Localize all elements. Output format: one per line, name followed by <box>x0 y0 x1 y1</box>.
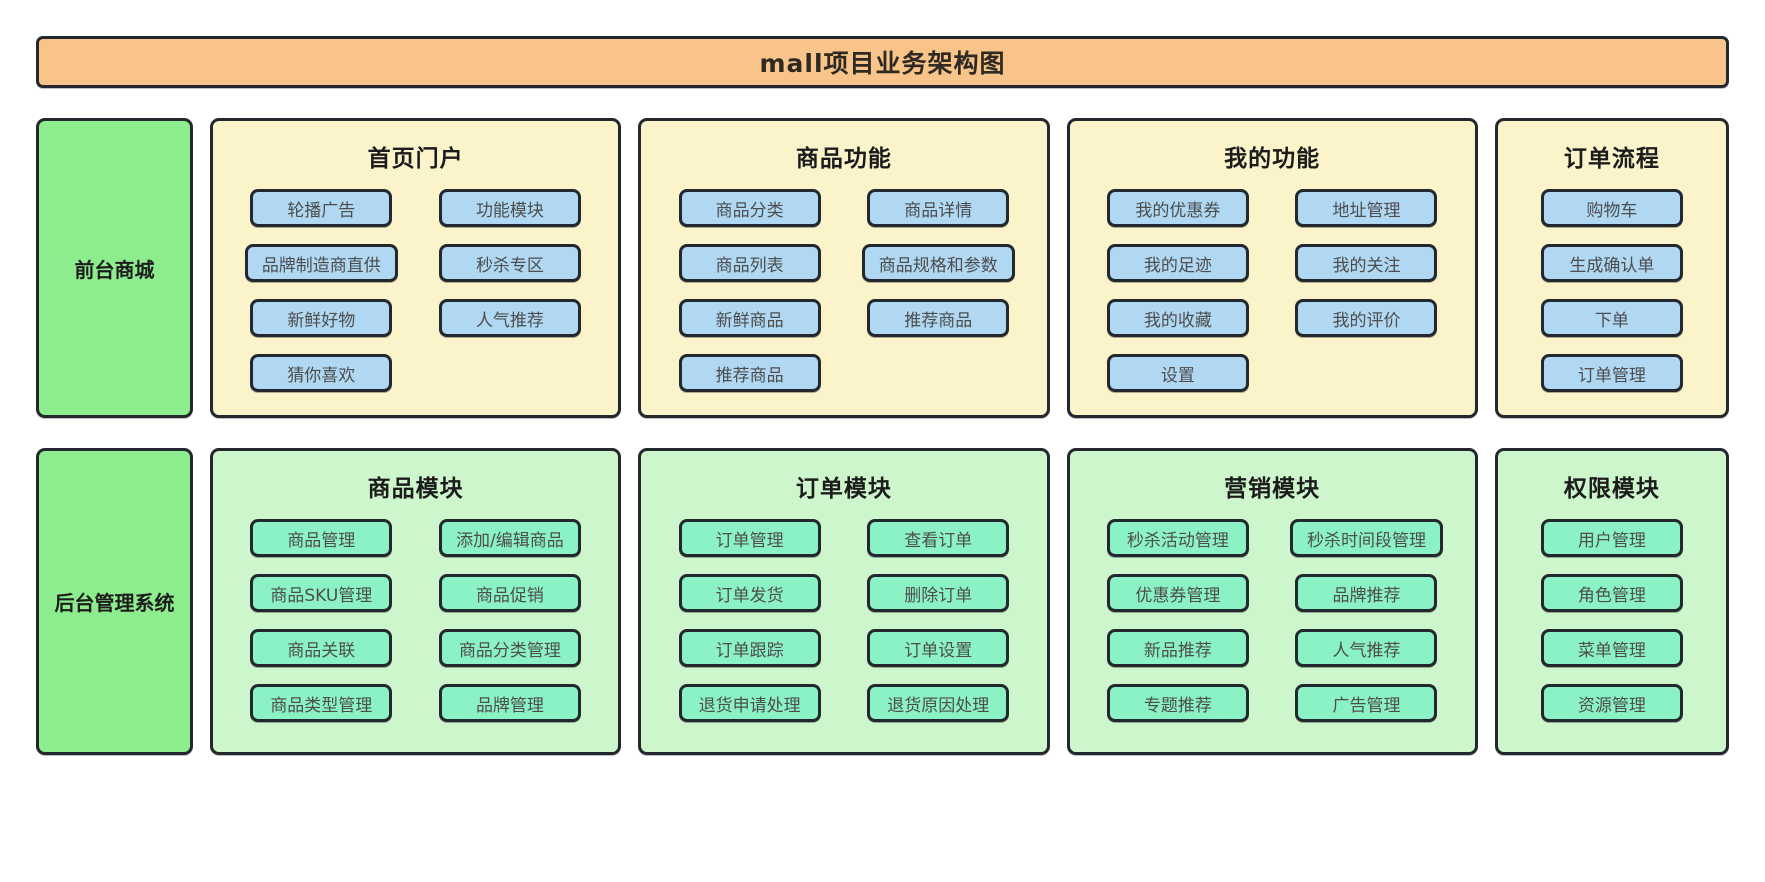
diagram-node: 品牌制造商直供 <box>244 244 398 282</box>
panel-grid-order-flow: 购物车生成确认单下单订单管理 <box>1512 189 1712 392</box>
diagram-node: 轮播广告 <box>250 189 393 227</box>
diagram-node: 商品管理 <box>250 519 393 557</box>
diagram-node: 新品推荐 <box>1106 629 1249 667</box>
diagram-node: 商品类型管理 <box>250 684 393 722</box>
diagram-node: 商品分类管理 <box>438 629 581 667</box>
diagram-node: 商品SKU管理 <box>250 574 393 612</box>
row-label-frontend-row: 前台商城 <box>36 118 193 418</box>
diagram-node: 查看订单 <box>867 519 1010 557</box>
row-label-backend-row: 后台管理系统 <box>36 448 193 755</box>
diagram-canvas: mall项目业务架构图 前台商城 首页门户轮播广告 功能模块品牌制造商直供 秒杀专区新… <box>36 36 1730 755</box>
panel-permission-module: 权限模块用户管理角色管理菜单管理资源管理 <box>1494 448 1730 755</box>
panel-grid-product-features: 商品分类商品详情商品列表商品规格和参数新鲜商品推荐商品推荐商品 <box>655 189 1032 392</box>
panel-product-features: 商品功能商品分类商品详情商品列表商品规格和参数新鲜商品推荐商品推荐商品 <box>638 118 1050 418</box>
diagram-node: 菜单管理 <box>1540 629 1683 667</box>
diagram-node: 退货原因处理 <box>867 684 1010 722</box>
diagram-node: 新鲜商品 <box>678 299 821 337</box>
diagram-node: 品牌推荐 <box>1295 574 1438 612</box>
diagram-node: 商品规格和参数 <box>861 244 1015 282</box>
diagram-node: 订单管理 <box>678 519 821 557</box>
diagram-node: 商品列表 <box>678 244 821 282</box>
diagram-node: 人气推荐 <box>438 299 581 337</box>
panel-title-home-portal: 首页门户 <box>367 146 464 172</box>
panel-title-marketing-module: 营销模块 <box>1224 476 1321 502</box>
diagram-node: 下单 <box>1540 299 1683 337</box>
diagram-node: 功能模块 <box>438 189 581 227</box>
diagram-node: 商品分类 <box>678 189 821 227</box>
panel-title-permission-module: 权限模块 <box>1563 476 1660 502</box>
diagram-node: 推荐商品 <box>867 299 1010 337</box>
diagram-node: 订单发货 <box>678 574 821 612</box>
panel-title-order-module: 订单模块 <box>795 476 892 502</box>
diagram-node: 订单跟踪 <box>678 629 821 667</box>
diagram-node: 资源管理 <box>1540 684 1683 722</box>
diagram-rows: 前台商城首页门户轮播广告功能模块品牌制造商直供秒杀专区新鲜好物人气推荐猜你喜欢商… <box>36 118 1730 755</box>
panel-grid-permission-module: 用户管理角色管理菜单管理资源管理 <box>1512 519 1712 722</box>
panel-title-product-module: 商品模块 <box>367 476 464 502</box>
row-label-text: 后台管理系统 <box>54 591 175 615</box>
diagram-node: 设置 <box>1106 354 1249 392</box>
diagram-node: 人气推荐 <box>1295 629 1438 667</box>
panel-product-module: 商品模块商品管理 添加/编辑商品商品SKU管理 商品促销商品关联 商品分类管理商品类型… <box>210 448 622 755</box>
panel-home-portal: 首页门户轮播广告 功能模块品牌制造商直供 秒杀专区新鲜好物 人气推荐猜你喜欢 <box>210 118 622 418</box>
panel-order-module: 订单模块订单管理 查看订单订单发货 删除订单订单跟踪 订单设置退货申请处理 退货原因处理 <box>638 448 1050 755</box>
panel-title-my-features: 我的功能 <box>1224 146 1321 172</box>
panel-grid-product-module: 商品管理 添加/编辑商品商品SKU管理 商品促销商品关联 商品分类管理商品类型管理 品牌… <box>227 519 604 722</box>
diagram-title-banner: mall项目业务架构图 <box>36 36 1729 88</box>
diagram-node: 优惠券管理 <box>1106 574 1249 612</box>
diagram-node: 商品详情 <box>867 189 1010 227</box>
diagram-node: 新鲜好物 <box>250 299 393 337</box>
panel-marketing-module: 营销模块秒杀活动管理 秒杀时间段管理优惠券管理 品牌推荐新品推荐 人气推荐专题推荐 广告… <box>1066 448 1478 755</box>
diagram-node: 我的收藏 <box>1106 299 1249 337</box>
diagram-node: 秒杀时间段管理 <box>1289 519 1443 557</box>
diagram-node: 秒杀活动管理 <box>1106 519 1249 557</box>
diagram-node: 订单设置 <box>867 629 1010 667</box>
panel-title-product-features: 商品功能 <box>795 146 892 172</box>
diagram-node: 用户管理 <box>1540 519 1683 557</box>
diagram-node: 我的评价 <box>1295 299 1438 337</box>
panel-title-order-flow: 订单流程 <box>1563 146 1660 172</box>
diagram-node: 专题推荐 <box>1106 684 1249 722</box>
diagram-node: 秒杀专区 <box>438 244 581 282</box>
diagram-node: 推荐商品 <box>678 354 821 392</box>
panel-order-flow: 订单流程购物车生成确认单下单订单管理 <box>1494 118 1730 418</box>
diagram-node: 地址管理 <box>1295 189 1438 227</box>
panel-grid-my-features: 我的优惠券 地址管理我的足迹 我的关注我的收藏 我的评价设置 <box>1084 189 1461 392</box>
diagram-node: 订单管理 <box>1540 354 1683 392</box>
diagram-title: mall项目业务架构图 <box>759 49 1006 78</box>
backend-row: 后台管理系统 商品模块商品管理 添加/编辑商品商品SKU管理 商品促销商品关联 商品分类… <box>36 448 1730 755</box>
row-label-text: 前台商城 <box>74 257 155 282</box>
diagram-node: 退货申请处理 <box>678 684 821 722</box>
panel-grid-home-portal: 轮播广告 功能模块品牌制造商直供 秒杀专区新鲜好物 人气推荐猜你喜欢 <box>227 189 604 392</box>
diagram-node: 删除订单 <box>867 574 1010 612</box>
diagram-node: 广告管理 <box>1295 684 1438 722</box>
diagram-node: 添加/编辑商品 <box>438 519 581 557</box>
panel-my-features: 我的功能我的优惠券 地址管理我的足迹 我的关注我的收藏 我的评价设置 <box>1066 118 1478 418</box>
diagram-node: 我的优惠券 <box>1106 189 1249 227</box>
diagram-node: 猜你喜欢 <box>250 354 393 392</box>
diagram-node: 购物车 <box>1540 189 1683 227</box>
diagram-node: 角色管理 <box>1540 574 1683 612</box>
diagram-node: 我的足迹 <box>1106 244 1249 282</box>
diagram-node: 商品关联 <box>250 629 393 667</box>
diagram-node: 商品促销 <box>438 574 581 612</box>
diagram-node: 品牌管理 <box>438 684 581 722</box>
frontend-row: 前台商城 首页门户轮播广告 功能模块品牌制造商直供 秒杀专区新鲜好物 人气推荐猜你喜欢 商… <box>36 118 1730 418</box>
diagram-node: 生成确认单 <box>1540 244 1683 282</box>
panel-grid-marketing-module: 秒杀活动管理 秒杀时间段管理优惠券管理 品牌推荐新品推荐 人气推荐专题推荐 广告管理 <box>1084 519 1461 722</box>
diagram-node: 我的关注 <box>1295 244 1438 282</box>
panel-grid-order-module: 订单管理 查看订单订单发货 删除订单订单跟踪 订单设置退货申请处理 退货原因处理 <box>655 519 1032 722</box>
